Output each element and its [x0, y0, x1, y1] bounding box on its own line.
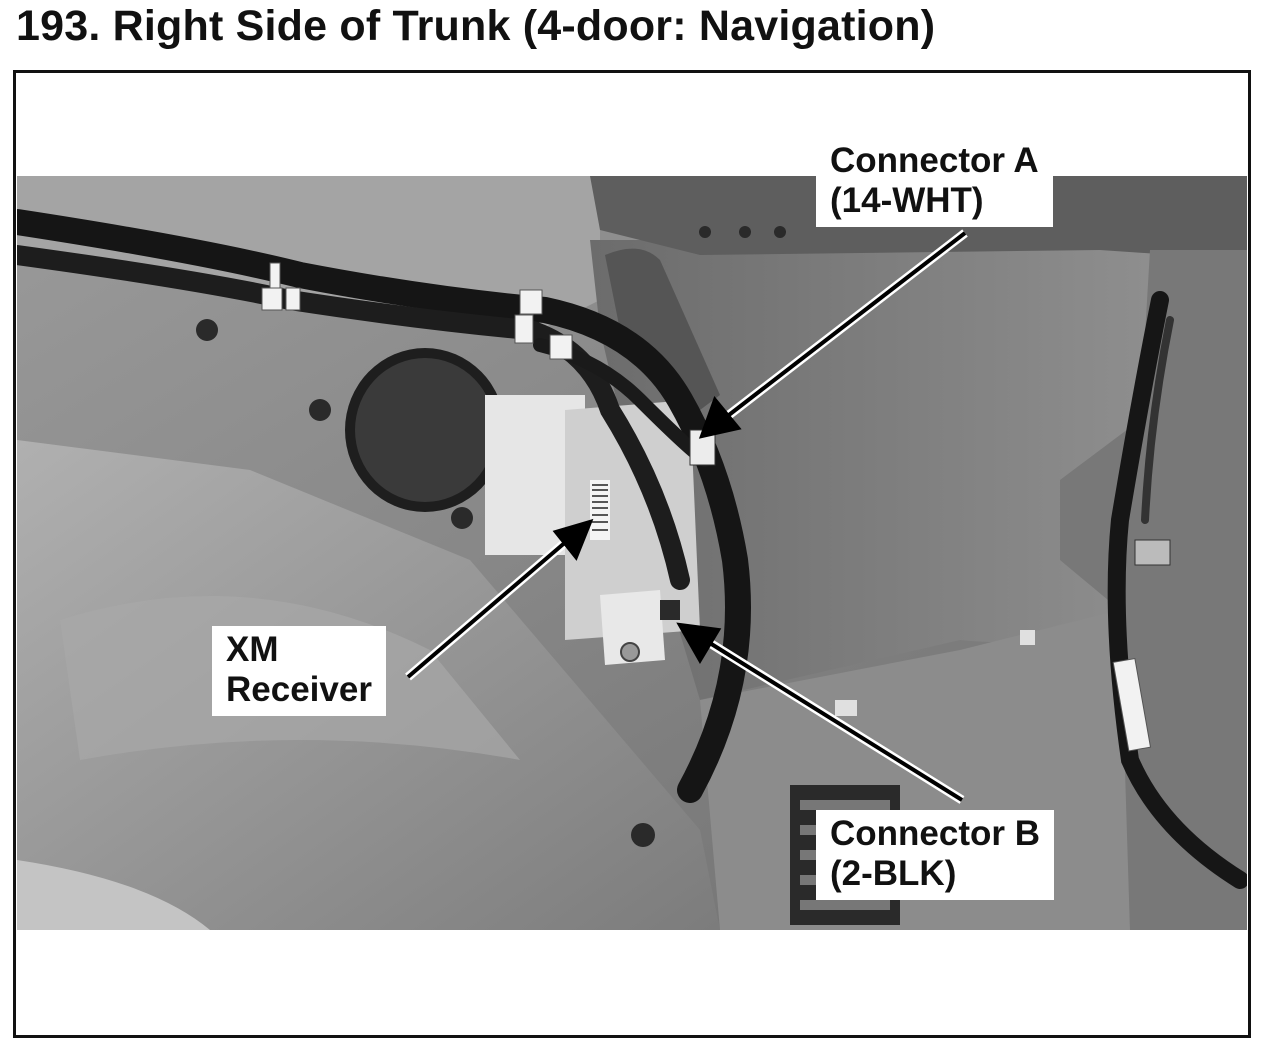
callout-xm-receiver-line1: XM [226, 630, 279, 669]
xm-receiver-unit [485, 395, 700, 665]
callout-connector-a-line1: Connector A [830, 141, 1039, 180]
arrow-connector-b [676, 622, 965, 804]
callout-arrows [405, 229, 968, 804]
callout-connector-b-line2: (2-BLK) [830, 854, 957, 893]
callout-connector-a: Connector A (14-WHT) [816, 137, 1053, 227]
right-pillar [1060, 250, 1247, 930]
callout-xm-receiver: XM Receiver [212, 626, 386, 716]
arrow-connector-a [698, 229, 968, 439]
arrow-xm-receiver [405, 518, 594, 681]
callout-connector-a-line2: (14-WHT) [830, 181, 984, 220]
callout-connector-b-line1: Connector B [830, 814, 1040, 853]
callout-connector-b: Connector B (2-BLK) [816, 810, 1054, 900]
wire-harness [17, 209, 1247, 889]
callout-xm-receiver-line2: Receiver [226, 670, 372, 709]
page-title: 193. Right Side of Trunk (4-door: Naviga… [16, 2, 936, 50]
